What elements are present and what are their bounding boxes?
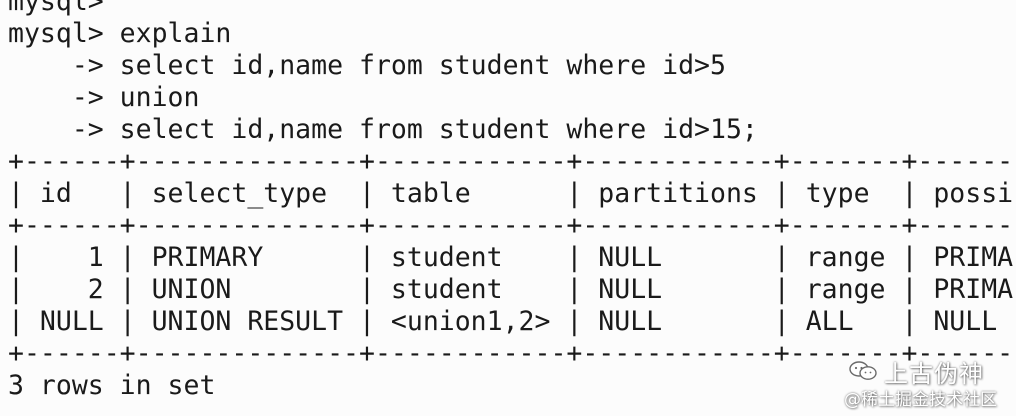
table-border-bottom: +------+--------------+------------+----… [8, 338, 1014, 369]
table-border-top: +------+--------------+------------+----… [8, 146, 1014, 177]
table-row: | 1 | PRIMARY | student | NULL | range |… [8, 242, 1014, 273]
terminal-line-query-2: -> select id,name from student where id>… [8, 114, 758, 145]
wechat-icon [849, 361, 877, 380]
table-row: | 2 | UNION | student | NULL | range | P… [8, 274, 1014, 305]
table-header-row: | id | select_type | table | partitions … [8, 178, 1014, 209]
table-border-header: +------+--------------+------------+----… [8, 210, 1014, 241]
watermark-site: @稀土掘金技术社区 [844, 390, 997, 410]
table-row: | NULL | UNION RESULT | <union1,2> | NUL… [8, 306, 998, 337]
watermark-author: 上古伪神 [884, 360, 984, 388]
terminal-line-prompt: mysql> [8, 0, 104, 17]
result-summary: 3 rows in set [8, 370, 216, 401]
terminal-line-explain: mysql> explain [8, 18, 232, 49]
terminal-line-query-1: -> select id,name from student where id>… [8, 50, 726, 81]
terminal-line-union: -> union [8, 82, 200, 113]
